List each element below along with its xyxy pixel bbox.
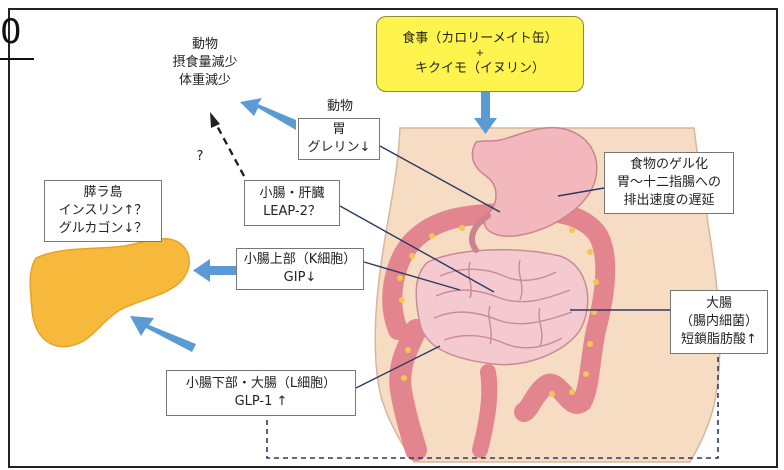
pancreas-box: 膵ラ島 インスリン↑？ グルカゴン↓？ xyxy=(44,180,162,242)
pancreas-line-1: 膵ラ島 xyxy=(83,185,123,200)
lower-intestine-box: 小腸下部・大腸（L細胞） GLP-1 ↑ xyxy=(166,370,356,416)
pancreas-line-3: グルカゴン↓？ xyxy=(58,221,148,236)
stomach-organ: 胃 xyxy=(332,122,346,137)
lower-intestine-line-2: GLP-1 ↑ xyxy=(234,394,288,409)
colon-descending xyxy=(472,364,498,458)
gel-line-1: 食物のゲル化 xyxy=(629,157,708,172)
food-plus: + xyxy=(475,48,485,59)
gel-box: 食物のゲル化 胃～十二指腸への 排出速度の遅延 xyxy=(604,152,734,214)
stomach-hormone: グレリン↓ xyxy=(307,140,371,155)
animal-top-label: 動物 xyxy=(191,37,218,52)
outer-frame xyxy=(8,8,778,468)
large-intestine-line-3: 短鎖脂肪酸↑ xyxy=(681,332,757,347)
large-intestine-line-1: 大腸 xyxy=(705,296,732,311)
question-mark: ? xyxy=(196,149,204,164)
liver-line-1: 小腸・肝臓 xyxy=(259,186,325,201)
arrow-l-cell-to-pancreas xyxy=(130,316,196,352)
dashed-arrow-to-animal xyxy=(214,123,246,177)
corner-label: 0 xyxy=(0,12,22,52)
liver-line-2: LEAP-2？ xyxy=(263,204,321,219)
rectum xyxy=(389,319,427,461)
stomach xyxy=(471,126,598,237)
animal-top-line-2: 体重減少 xyxy=(178,73,231,88)
arrow-stomach-to-animal xyxy=(240,98,296,130)
large-intestine-line-2: （腸内細菌） xyxy=(679,314,758,329)
large-intestine-box: 大腸 （腸内細菌） 短鎖脂肪酸↑ xyxy=(670,290,768,354)
food-line-1: 食事（カロリーメイト缶） xyxy=(402,31,558,46)
blue-arrows xyxy=(130,92,497,352)
food-line-2: キクイモ（イヌリン） xyxy=(414,61,545,76)
lower-intestine-line-1: 小腸下部・大腸（L細胞） xyxy=(185,376,337,391)
upper-intestine-line-1: 小腸上部（K細胞） xyxy=(243,252,357,267)
corner-mark: 0 xyxy=(0,0,34,60)
upper-intestine-line-2: GIP↓ xyxy=(283,270,317,285)
small-intestine-loops xyxy=(433,259,573,349)
gel-line-3: 排出速度の遅延 xyxy=(623,193,715,208)
colon xyxy=(382,201,616,422)
stomach-animal-label: 動物 xyxy=(326,99,353,114)
liver-box: 小腸・肝臓 LEAP-2？ xyxy=(244,180,340,226)
gel-line-2: 胃～十二指腸への xyxy=(616,175,721,190)
pancreas-line-2: インスリン↑？ xyxy=(58,203,148,218)
food-box: 食事（カロリーメイト缶） + キクイモ（イヌリン） xyxy=(376,16,584,92)
animal-top-text: 動物 摂食量減少 体重減少 xyxy=(150,36,260,90)
stomach-box: 胃 グレリン↓ xyxy=(298,118,380,160)
upper-intestine-box: 小腸上部（K細胞） GIP↓ xyxy=(236,248,364,290)
leader-lines xyxy=(339,145,670,389)
animal-top-line-1: 摂食量減少 xyxy=(172,55,238,70)
pancreas xyxy=(29,237,190,348)
dashed-lines xyxy=(266,354,719,459)
